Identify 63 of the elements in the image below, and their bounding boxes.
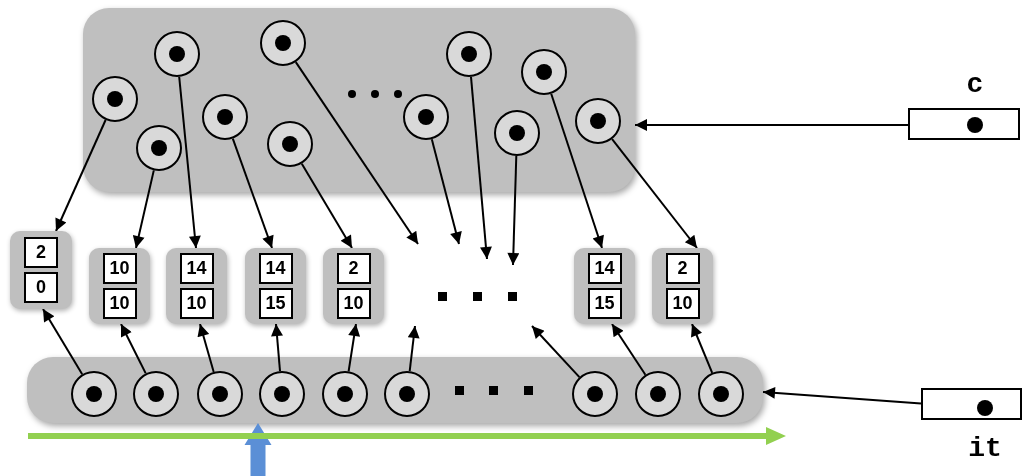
value-cell: 10 (665, 288, 700, 319)
value-cell: 14 (179, 253, 214, 284)
pair-box (166, 248, 227, 324)
pointer-circle (322, 371, 368, 417)
container-band (27, 357, 763, 423)
value-cell: 0 (24, 272, 58, 303)
pointer-circle (71, 371, 117, 417)
pair-box (10, 231, 72, 309)
pointer-circle (572, 371, 618, 417)
pointer-circle (136, 125, 182, 171)
value-cell: 10 (102, 288, 137, 319)
pointer-circle (92, 76, 138, 122)
container-band (83, 8, 635, 192)
arrow (132, 169, 155, 249)
pair-box (323, 248, 384, 324)
arrow (611, 323, 647, 376)
arrow (762, 386, 922, 405)
arrow (294, 61, 419, 245)
arrow (430, 138, 462, 245)
arrow (550, 92, 604, 249)
pointer-circle (197, 371, 243, 417)
value-cell: 2 (24, 237, 58, 268)
value-cell: 14 (258, 253, 293, 284)
value-cell: 14 (587, 253, 622, 284)
pointer-circle (403, 94, 449, 140)
pointer-circle (260, 20, 306, 66)
pointer-circle (133, 371, 179, 417)
arrow (347, 323, 361, 373)
pair-box (245, 248, 306, 324)
pointer-circle (494, 110, 540, 156)
value-cell: 2 (665, 253, 700, 284)
arrow (531, 325, 581, 379)
arrow (611, 138, 698, 249)
pointer-circle (698, 371, 744, 417)
pointer-circle (202, 94, 248, 140)
value-cell: 10 (102, 253, 137, 284)
pointer-circle (575, 98, 621, 144)
pointer-circle (154, 31, 200, 77)
arrow (55, 119, 107, 232)
variable-name: c (965, 70, 985, 100)
pointer-circle (446, 31, 492, 77)
arrow (407, 325, 420, 373)
pointer-circle (267, 121, 313, 167)
arrow (178, 75, 201, 249)
arrow (507, 155, 520, 266)
pointer-circle (259, 371, 305, 417)
value-cell: 15 (258, 288, 293, 319)
pair-box (574, 248, 635, 324)
arrow (271, 323, 283, 373)
arrow (634, 119, 909, 131)
pointer-circle (635, 371, 681, 417)
arrow (300, 162, 353, 249)
value-cell: 10 (336, 288, 371, 319)
arrow (231, 137, 274, 249)
value-cell: 10 (179, 288, 214, 319)
arrow (470, 75, 492, 260)
pair-box (652, 248, 713, 324)
variable-name: it (967, 434, 1003, 464)
pointer-circle (521, 49, 567, 95)
pair-box (89, 248, 150, 324)
pointer-circle (384, 371, 430, 417)
value-cell: 2 (336, 253, 371, 284)
value-cell: 15 (587, 288, 622, 319)
